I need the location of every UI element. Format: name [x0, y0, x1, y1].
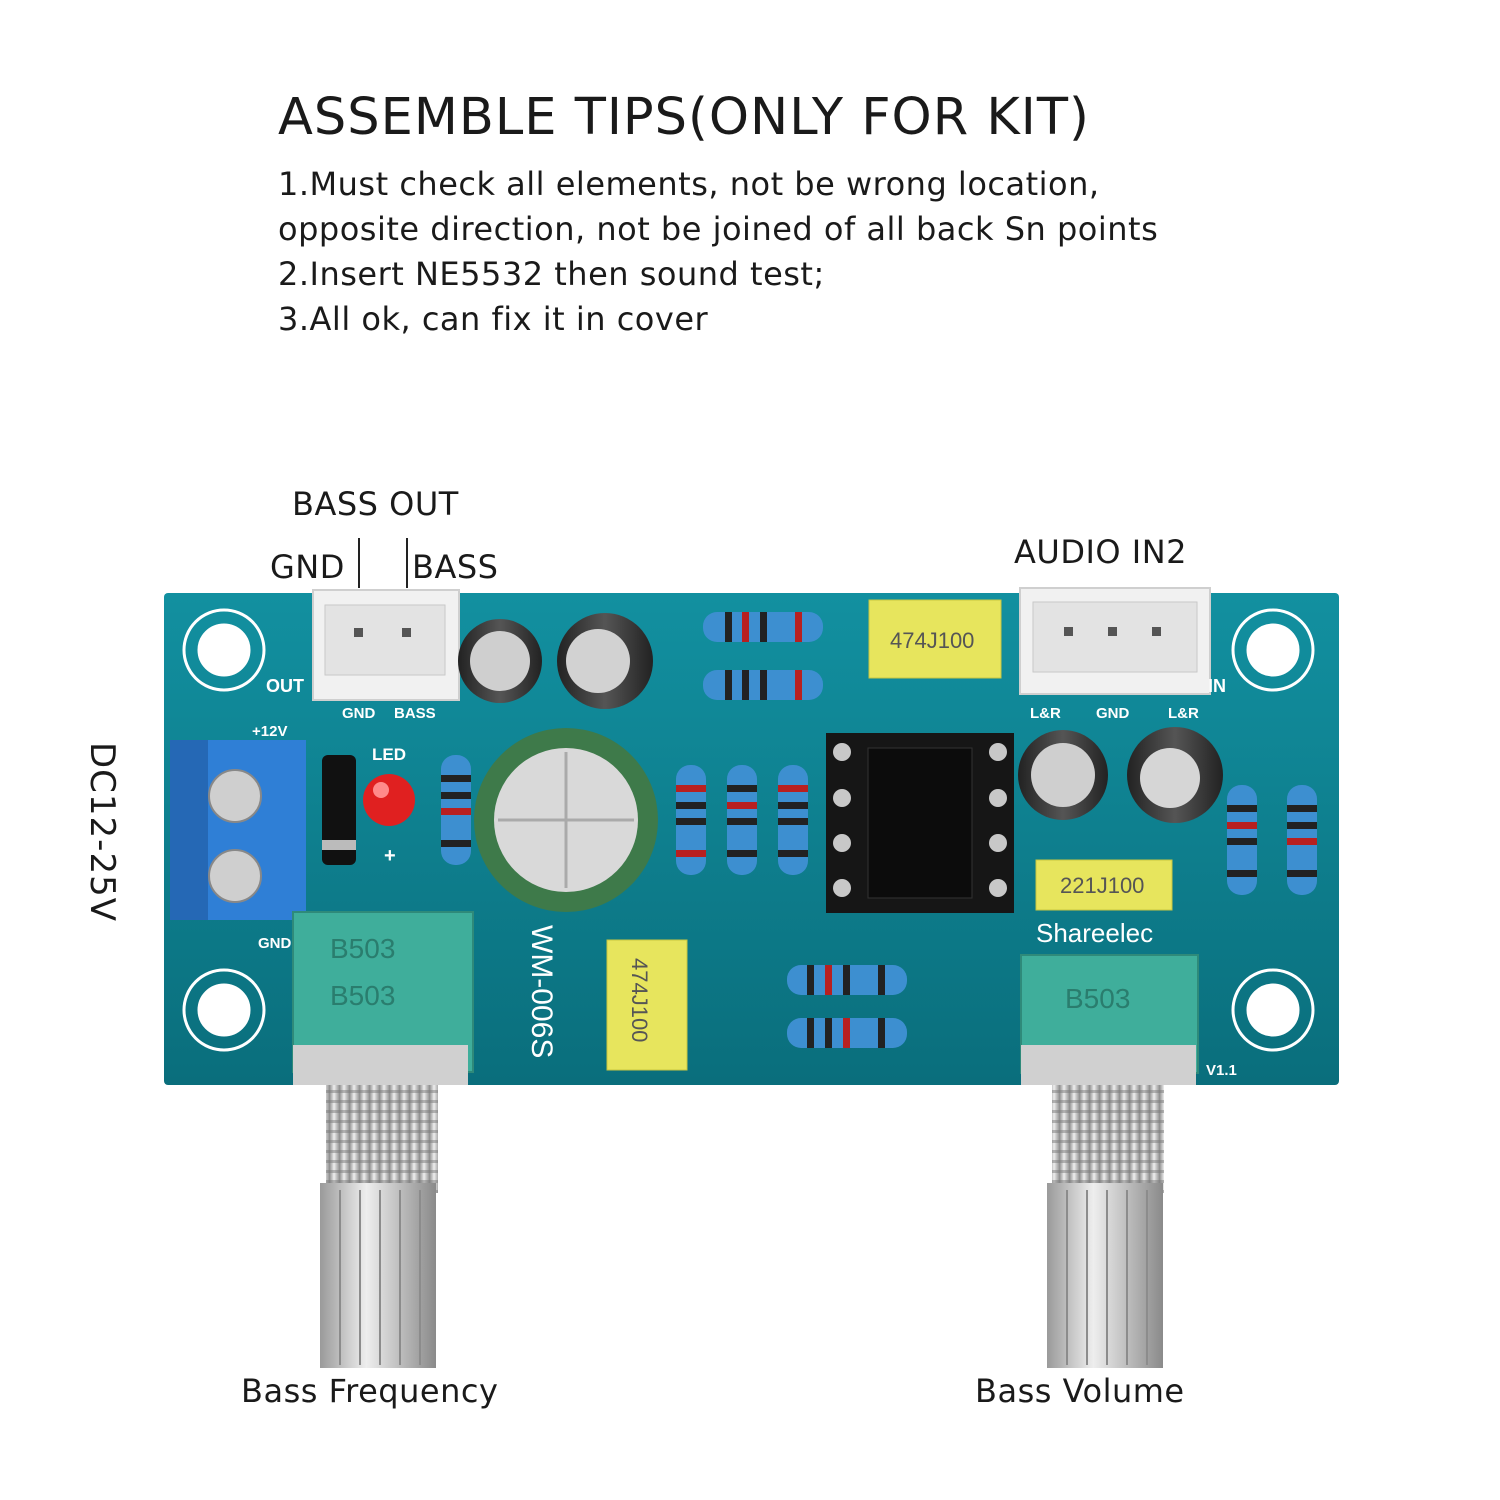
bass-out-label: BASS OUT	[292, 485, 459, 523]
diode	[322, 755, 356, 865]
bass-volume-label: Bass Volume	[975, 1372, 1185, 1410]
silk-lr-left: L&R	[1030, 705, 1061, 722]
silk-bass-out: BASS	[394, 705, 436, 722]
silk-gnd-out: GND	[342, 705, 376, 722]
bass-divider	[406, 538, 408, 588]
film-cap-mid	[1035, 859, 1173, 911]
mounting-holes	[182, 608, 1315, 1052]
ic-socket	[826, 733, 1014, 913]
tip-line-3: 2.Insert NE5532 then sound test;	[278, 255, 825, 293]
tip-line-4: 3.All ok, can fix it in cover	[278, 300, 709, 338]
version-silk: V1.1	[1206, 1062, 1237, 1079]
tip-line-1: 1.Must check all elements, not be wrong …	[278, 165, 1100, 203]
led	[363, 774, 415, 826]
resistors	[441, 612, 1317, 1048]
silk-led: LED	[372, 745, 406, 764]
silk-12v: +12V	[252, 723, 287, 740]
pot-left	[292, 911, 474, 1368]
gnd-label: GND	[270, 548, 345, 586]
silk-plus: +	[384, 845, 396, 867]
power-terminal	[170, 740, 306, 920]
film-cap-top	[868, 599, 1002, 679]
tips-title: ASSEMBLE TIPS(ONLY FOR KIT)	[278, 88, 1090, 147]
input-connector	[1019, 587, 1211, 695]
film-cap-bottom	[606, 939, 688, 1071]
bass-label: BASS	[412, 548, 499, 586]
pot-left-marking-a: B503	[330, 933, 395, 964]
electrolytic-caps-top	[458, 613, 653, 709]
power-voltage-label: DC12-25V	[82, 742, 122, 922]
cap-top-label: 474J100	[890, 628, 974, 653]
model-silk: WM-006S	[525, 925, 558, 1058]
silk-out: OUT	[266, 676, 304, 696]
cap-bottom-label: 474J100	[627, 958, 652, 1042]
output-connector	[312, 589, 460, 701]
tip-line-2: opposite direction, not be joined of all…	[278, 210, 1159, 248]
pot-left-marking-b: B503	[330, 980, 395, 1011]
silk-in: IN	[1208, 676, 1226, 696]
audio-in2-label: AUDIO IN2	[1014, 533, 1187, 571]
pot-right-marking: B503	[1065, 983, 1130, 1014]
large-capacitor	[474, 728, 658, 912]
electrolytic-caps-right	[1018, 727, 1223, 823]
gnd-divider	[358, 538, 360, 588]
silk-lr-right: L&R	[1168, 705, 1199, 722]
bass-frequency-label: Bass Frequency	[241, 1372, 499, 1410]
brand-silk: Shareelec	[1036, 918, 1153, 948]
silk-gnd-in: GND	[1096, 705, 1130, 722]
silk-gnd-power: GND	[258, 935, 292, 952]
cap-mid-label: 221J100	[1060, 873, 1144, 898]
pot-right	[1020, 954, 1199, 1368]
